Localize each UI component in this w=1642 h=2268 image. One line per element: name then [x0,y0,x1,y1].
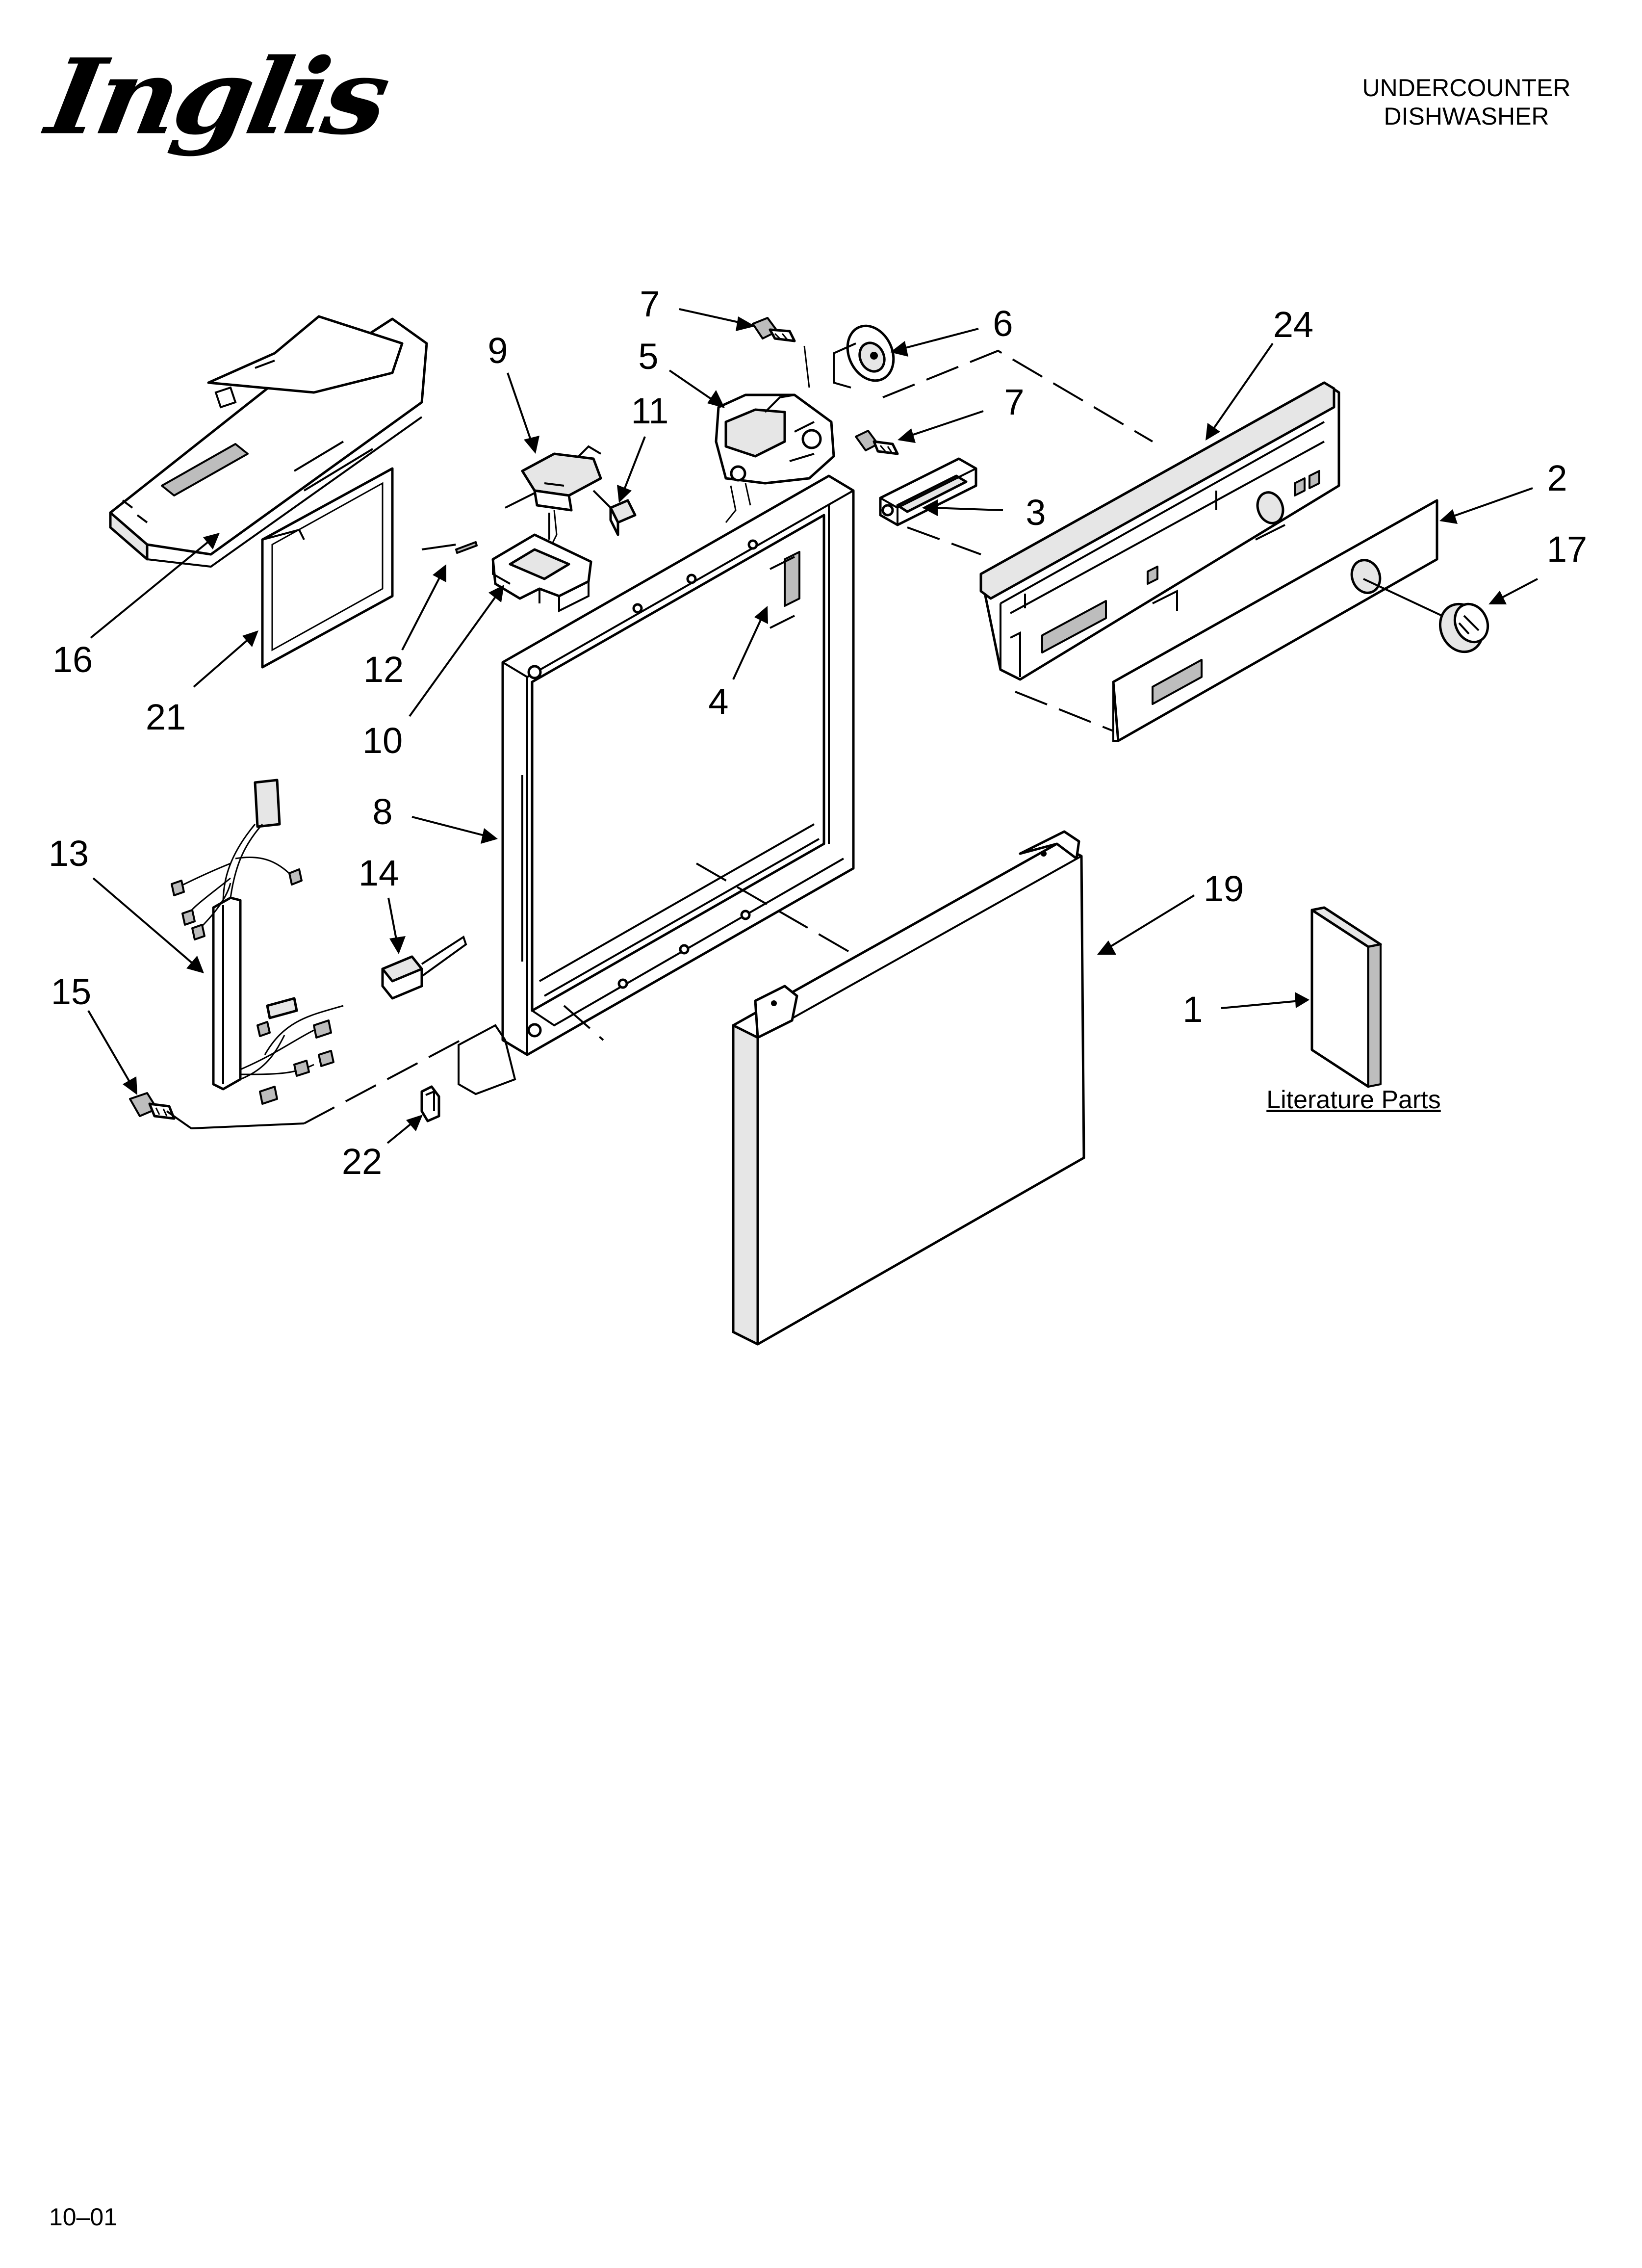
callout-24: 24 [1273,304,1314,345]
part-17-knob [1438,602,1489,653]
part-5-timer [715,345,835,523]
part-10-switch-bracket [491,533,592,613]
part-9-door-switch [521,445,602,550]
callout-13: 13 [48,833,89,874]
callout-7-lower: 7 [1004,382,1025,422]
leader-1 [1221,1000,1300,1009]
part-1-literature [1310,906,1382,1088]
callout-9: 9 [487,330,508,371]
callout-12: 12 [363,649,404,690]
leader-21 [193,637,251,688]
literature-parts-label: Literature Parts [1266,1086,1441,1114]
part-2-overlay-panel [1112,499,1438,742]
part-15-screw [129,1092,176,1120]
callout-11: 11 [631,391,669,431]
part-6-cam-knob [833,324,895,389]
leader-15 [87,1010,133,1088]
leader-10 [409,593,499,717]
callout-17: 17 [1546,529,1588,570]
leader-14 [387,897,398,945]
callout-4: 4 [708,681,729,722]
part-19-outer-door-panel [732,830,1085,1346]
date-code: 10–01 [49,2203,118,2231]
title-line-1: UNDERCOUNTER [1362,74,1571,102]
leader-7-lower [907,410,984,438]
callout-19: 19 [1203,868,1244,909]
callout-5: 5 [638,336,659,377]
part-7-screw-lower [855,430,899,455]
leader-16 [90,539,212,639]
part-16-upper-housing [109,315,428,568]
callout-1: 1 [1182,989,1203,1030]
document-title: UNDERCOUNTER DISHWASHER [1314,74,1618,130]
leader-lines [87,308,1538,1144]
callout-3: 3 [1026,492,1046,533]
part-13-wiring-harness [171,779,344,1105]
leader-24 [1210,342,1274,433]
title-line-2: DISHWASHER [1384,103,1549,130]
leader-13 [92,877,197,967]
part-12-pin [455,541,478,554]
callout-21: 21 [145,697,186,737]
callout-16: 16 [52,639,93,680]
leader-5 [668,369,717,403]
callout-2: 2 [1547,458,1567,498]
part-21-panel [261,467,394,669]
assembly-dashed-lines [166,349,1442,1129]
callout-22: 22 [341,1141,383,1182]
leader-2 [1449,487,1533,519]
leader-17 [1498,578,1538,600]
leader-12 [401,574,442,651]
part-14-connector [381,935,467,1000]
part-7-screw-upper [752,317,796,342]
callout-14: 14 [358,853,399,893]
leader-7-upper [679,308,746,325]
callout-7-upper: 7 [640,284,660,324]
leader-8 [411,816,488,837]
part-24-console [979,381,1340,681]
part-22-clip [420,1085,440,1122]
leader-11 [622,436,646,494]
leader-4 [732,615,764,680]
leader-22 [386,1120,415,1144]
callout-15: 15 [51,971,92,1012]
callout-8: 8 [372,791,393,832]
leader-3 [931,507,1003,511]
leader-19 [1105,894,1195,950]
callout-10: 10 [362,720,403,761]
leader-6 [899,328,979,350]
leader-9 [507,372,533,444]
part-11-actuator [592,490,637,536]
part-3-bracket [879,457,977,526]
callout-6: 6 [993,303,1013,344]
